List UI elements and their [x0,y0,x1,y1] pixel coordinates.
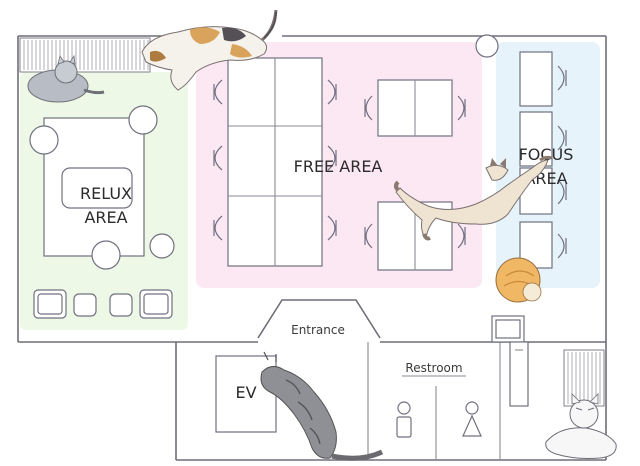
entrance [257,299,381,339]
cat-icon-white [545,393,617,459]
restroom-male-icon [396,401,412,438]
cat-icon-gray [27,54,105,103]
cat-icon-ginger [495,257,542,303]
relux-area-label-line1: RELUX [80,184,132,203]
free-area-label: FREE AREA [294,157,383,176]
restroom-female-icon [462,401,482,437]
restroom-label: Restroom [405,361,462,375]
cat-icon-tabby [260,351,384,461]
relux-furniture [29,105,175,319]
relux-area-label-line2: AREA [84,208,127,227]
plant-icon [475,34,499,58]
cat-icon-calico [141,9,278,91]
entrance-label: Entrance [291,323,345,337]
kiosk [491,315,529,407]
focus-area-label-line1: FOCUS [519,145,574,164]
elevator-label: EV [235,383,256,402]
balcony-grating [19,37,151,73]
cat-icon-siamese [394,155,553,241]
